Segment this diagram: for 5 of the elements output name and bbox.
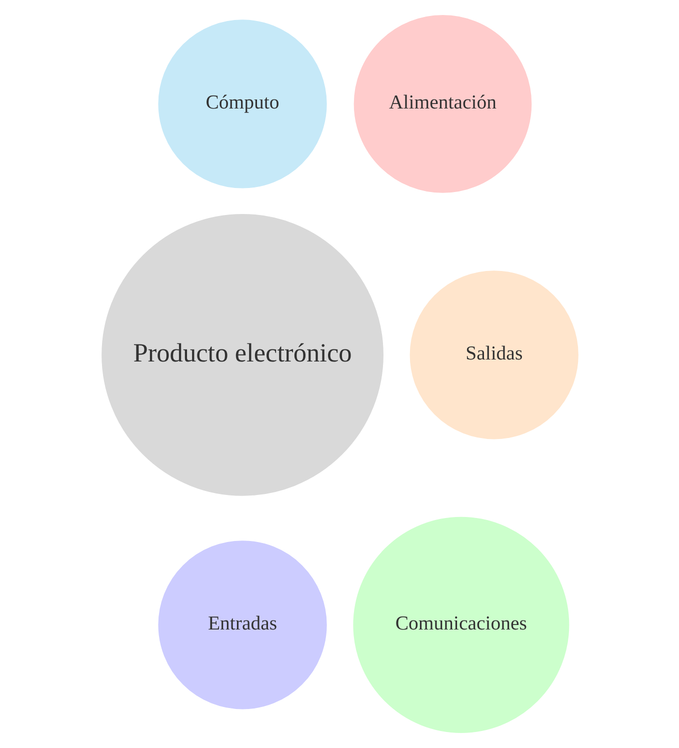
node-circle: Cómputo bbox=[155, 17, 329, 191]
node-circle: Comunicaciones bbox=[350, 514, 572, 736]
node-circle: Salidas bbox=[406, 268, 581, 442]
node-circle: Entradas bbox=[155, 538, 329, 712]
node-circle: Alimentación bbox=[350, 12, 534, 196]
